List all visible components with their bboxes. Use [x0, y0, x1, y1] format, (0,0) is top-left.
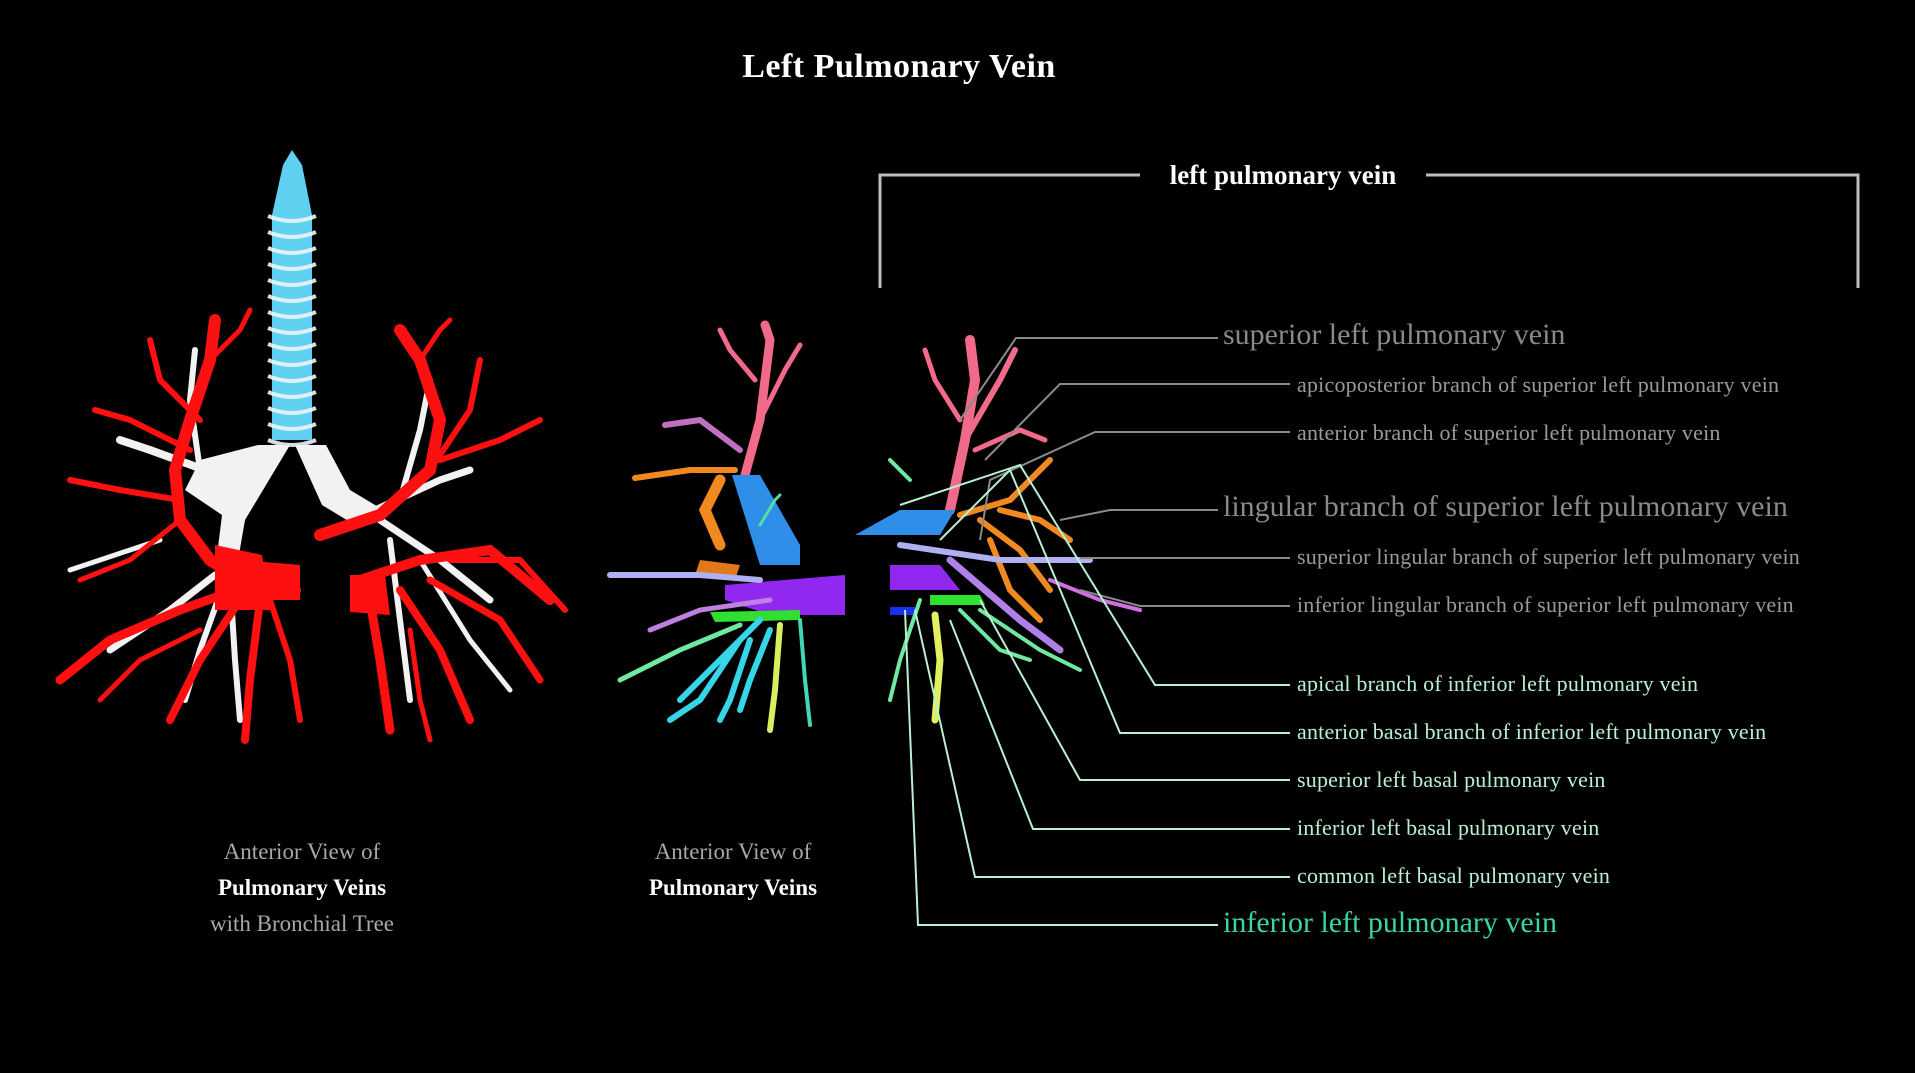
caption-middle-line2: Pulmonary Veins	[648, 875, 818, 900]
bracket-line	[878, 173, 1860, 288]
basal-veins-cyan	[667, 617, 773, 723]
label-anterior-branch: anterior branch of superior left pulmona…	[1297, 420, 1721, 445]
label-lingular-branch: lingular branch of superior left pulmona…	[1223, 490, 1788, 523]
left-lung-veins	[314, 317, 568, 743]
figure-left-pulmonary-vein	[855, 335, 1142, 724]
bracket-label: left pulmonary vein	[1140, 160, 1426, 191]
caption-middle-line1: Anterior View of	[654, 839, 812, 864]
caption-left: Anterior View of Pulmonary Veins with Br…	[122, 834, 482, 942]
caption-left-line1: Anterior View of	[223, 839, 381, 864]
figure-veins-with-bronchial-tree	[55, 150, 568, 744]
left-vein-trunk	[350, 575, 390, 615]
label-superior-lingular-branch: superior lingular branch of superior lef…	[1297, 544, 1800, 569]
label-superior-left-basal: superior left basal pulmonary vein	[1297, 767, 1606, 792]
label-apicoposterior-branch: apicoposterior branch of superior left p…	[1297, 372, 1780, 397]
figure-pulmonary-veins	[607, 320, 845, 733]
leader-lines-inferior	[899, 463, 1290, 926]
caption-left-line2: Pulmonary Veins	[217, 875, 387, 900]
right-lung-veins	[55, 307, 303, 744]
label-apical-branch-inferior: apical branch of inferior left pulmonary…	[1297, 671, 1699, 696]
label-inferior-lingular-branch: inferior lingular branch of superior lef…	[1297, 592, 1794, 617]
label-inferior-left-basal: inferior left basal pulmonary vein	[1297, 815, 1600, 840]
bronchi	[185, 445, 380, 572]
label-common-left-basal: common left basal pulmonary vein	[1297, 863, 1611, 888]
caption-middle: Anterior View of Pulmonary Veins	[553, 834, 913, 906]
label-inferior-left-pulmonary-vein: inferior left pulmonary vein	[1223, 906, 1558, 939]
label-superior-left-pulmonary-vein: superior left pulmonary vein	[1223, 318, 1566, 351]
page-title: Left Pulmonary Vein	[742, 48, 1056, 85]
basal-veins-green	[888, 458, 1082, 702]
trachea	[267, 150, 317, 447]
leader-lines-superior	[959, 337, 1290, 607]
caption-left-line3: with Bronchial Tree	[210, 911, 394, 936]
label-anterior-basal-branch: anterior basal branch of inferior left p…	[1297, 719, 1767, 744]
